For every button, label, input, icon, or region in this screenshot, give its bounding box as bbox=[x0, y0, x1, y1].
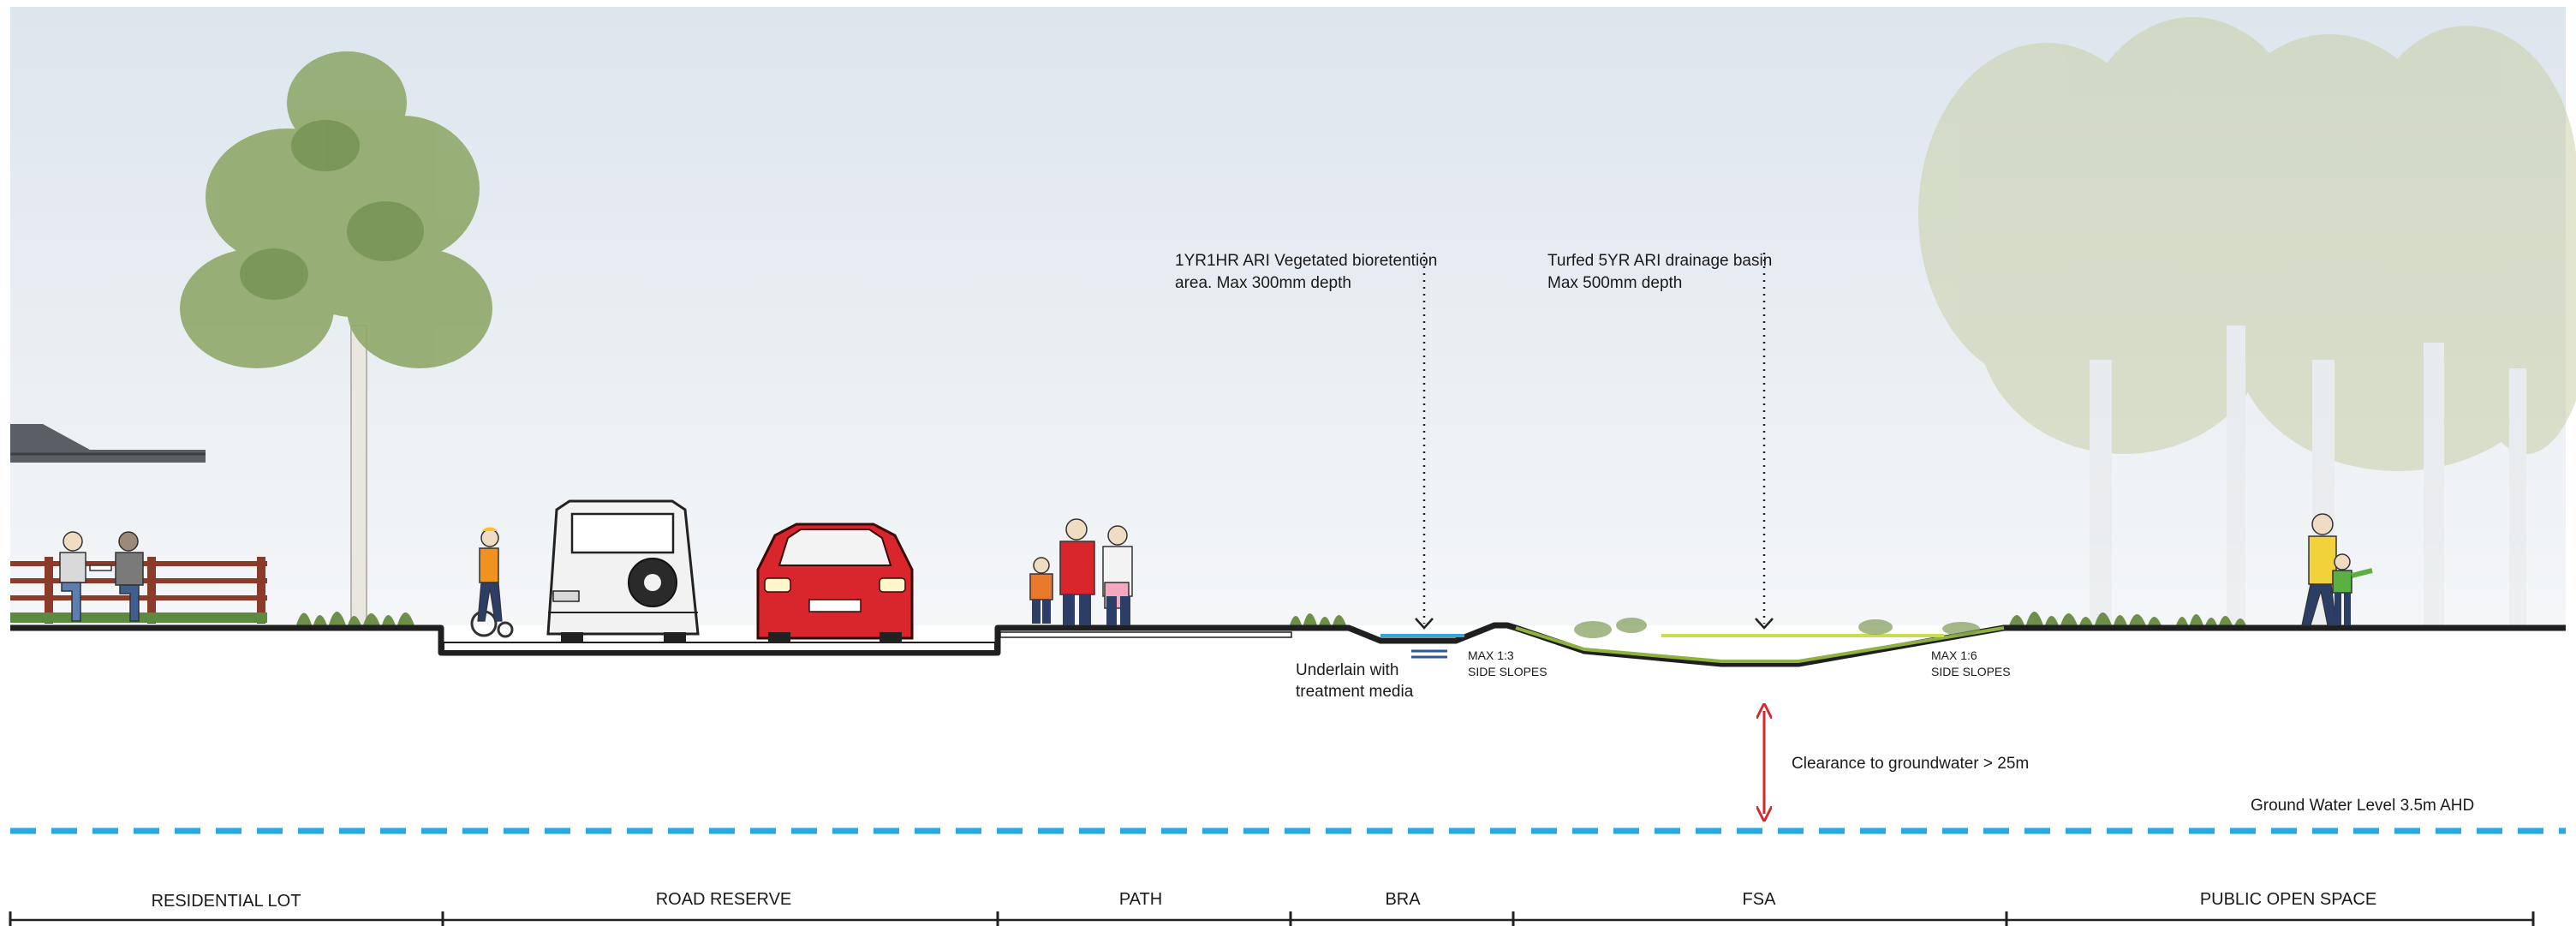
grass-clumps bbox=[295, 612, 2247, 628]
zone-label-bra: BRA bbox=[1385, 890, 1421, 909]
leader-arrowheads bbox=[1415, 618, 1774, 630]
underlain-label-line1: Underlain with bbox=[1296, 661, 1398, 679]
background-trees bbox=[1918, 17, 2576, 625]
basin-label-line1: Turfed 5YR ARI drainage basin bbox=[1547, 252, 1772, 270]
zone-dimension-bar bbox=[9, 911, 2535, 926]
leader-lines bbox=[1422, 253, 1766, 624]
clearance-label: Clearance to groundwater > 25m bbox=[1792, 755, 2029, 773]
bra-slope-label-line2: SIDE SLOPES bbox=[1468, 665, 1547, 678]
basin-grass bbox=[1515, 618, 2005, 663]
fsa-slope-label-line2: SIDE SLOPES bbox=[1931, 665, 2011, 678]
car-icon bbox=[756, 523, 914, 642]
zone-label-residential-lot: RESIDENTIAL LOT bbox=[152, 892, 301, 911]
zone-label-fsa: FSA bbox=[1743, 890, 1777, 909]
ground-profile bbox=[10, 622, 2566, 667]
person-icon bbox=[2301, 513, 2373, 626]
zone-labels: RESIDENTIAL LOT ROAD RESERVE PATH BRA FS… bbox=[152, 890, 2377, 911]
bioretention-label-line1: 1YR1HR ARI Vegetated bioretention bbox=[1175, 252, 1437, 270]
pedestrian-icon bbox=[1029, 518, 1133, 625]
bra-slope-label-line1: MAX 1:3 bbox=[1468, 648, 1514, 662]
house-roof-icon bbox=[10, 424, 206, 463]
zone-label-path: PATH bbox=[1119, 890, 1162, 909]
person-icon bbox=[59, 531, 144, 622]
underlain-label-line2: treatment media bbox=[1296, 683, 1414, 701]
basin-label-line2: Max 500mm depth bbox=[1547, 274, 1682, 292]
suv-icon bbox=[546, 499, 700, 642]
groundwater-label: Ground Water Level 3.5m AHD bbox=[2251, 797, 2474, 815]
cyclist-icon bbox=[470, 527, 514, 638]
tree-icon bbox=[180, 51, 492, 626]
bioretention-label-line2: area. Max 300mm depth bbox=[1175, 274, 1351, 292]
zone-label-road-reserve: ROAD RESERVE bbox=[656, 890, 792, 909]
fsa-slope-label-line1: MAX 1:6 bbox=[1931, 648, 1977, 662]
zone-label-public-open-space: PUBLIC OPEN SPACE bbox=[2200, 890, 2376, 909]
bioretention-water bbox=[1380, 634, 1464, 659]
